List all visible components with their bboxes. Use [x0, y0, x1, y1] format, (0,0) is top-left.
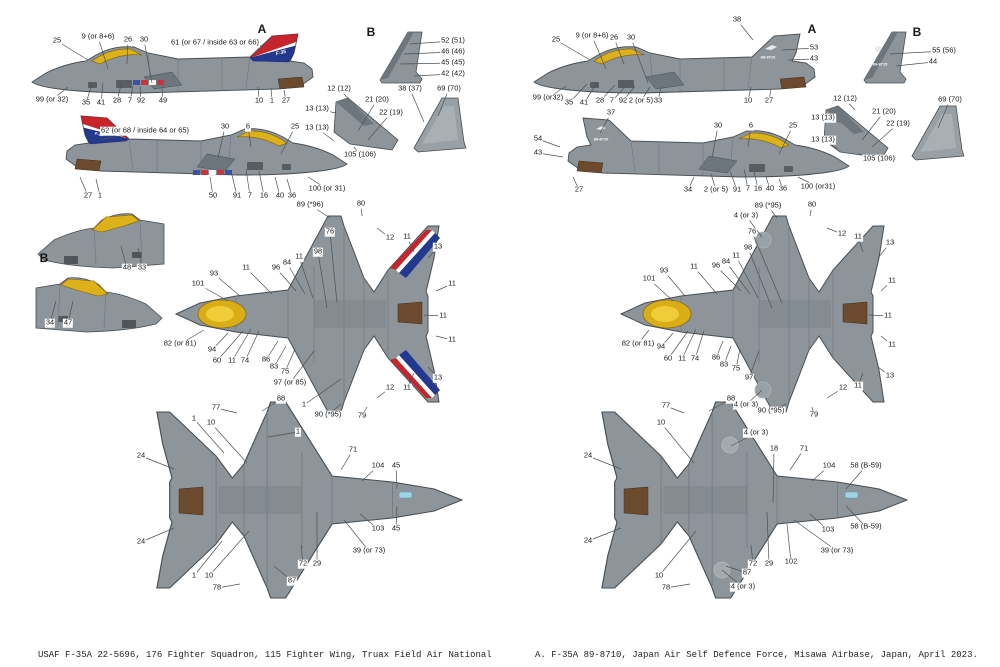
left-fin-b [379, 31, 423, 84]
right-side-view-a [533, 33, 816, 94]
left-stab-pair [333, 97, 467, 153]
caption-left-line1: USAF F-35A 22-5696, 176 Fighter Squadron… [38, 650, 492, 661]
right-top-view [620, 215, 885, 413]
right-bottom-view [601, 401, 908, 599]
left-side-view-2 [65, 115, 348, 176]
left-top-view [175, 215, 440, 413]
caption-right: A. F-35A 89-8710, Japan Air Self Defence… [535, 627, 983, 667]
left-bottom-view [156, 401, 463, 599]
right-stab-pair [823, 105, 965, 161]
caption-left: USAF F-35A 22-5696, 176 Fighter Squadron… [38, 627, 492, 667]
left-nose-closeup-1 [37, 213, 165, 269]
right-fin-b [863, 31, 907, 84]
left-side-view-a [31, 33, 314, 94]
right-side-view-2 [567, 117, 850, 178]
caption-right-line1: A. F-35A 89-8710, Japan Air Self Defence… [535, 650, 978, 661]
